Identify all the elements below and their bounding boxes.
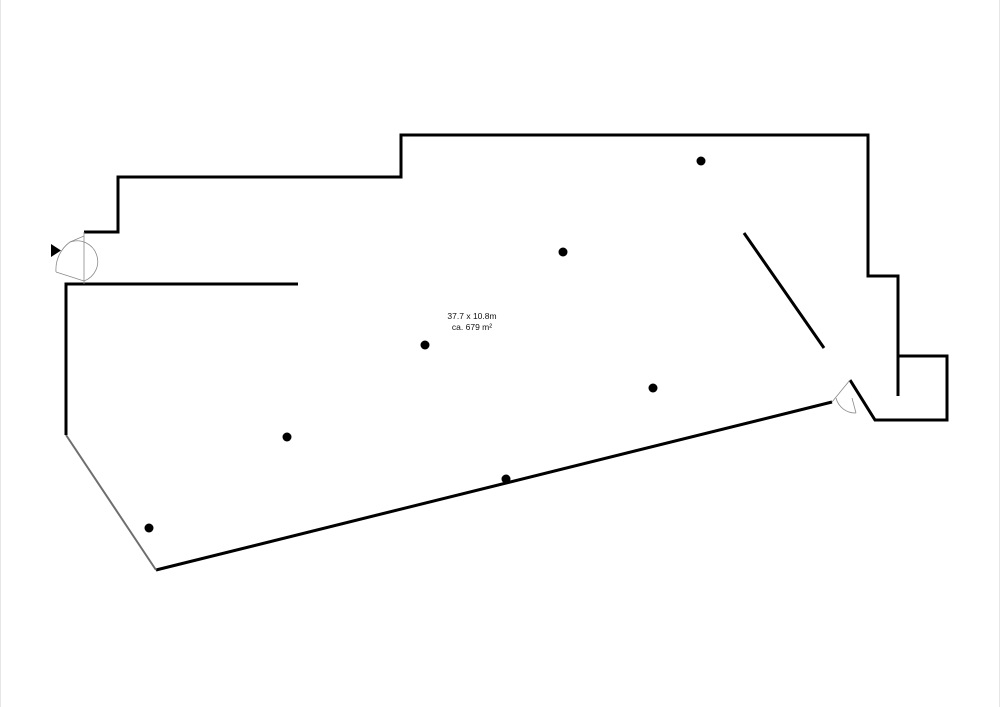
wall-annex	[848, 354, 949, 422]
frame-edge-left	[0, 0, 1, 707]
columns	[144, 156, 706, 533]
entrance-arrow-icon	[51, 244, 61, 257]
column	[648, 383, 658, 393]
column	[558, 247, 568, 257]
column	[144, 523, 154, 533]
walls	[64, 133, 949, 572]
room-dimensions-label: 37.7 x 10.8m	[447, 311, 496, 321]
wall-south	[155, 400, 833, 572]
east-door[interactable]	[831, 379, 857, 414]
wall-west	[64, 282, 84, 435]
column	[420, 340, 430, 350]
room-area-label: ca. 679 m²	[452, 322, 492, 332]
column	[501, 474, 511, 484]
wall-southwest	[65, 434, 157, 571]
wall-diagonal-partition	[742, 232, 826, 349]
wall-north	[84, 133, 900, 396]
column	[696, 156, 706, 166]
column	[282, 432, 292, 442]
entrance-door[interactable]	[55, 232, 99, 284]
